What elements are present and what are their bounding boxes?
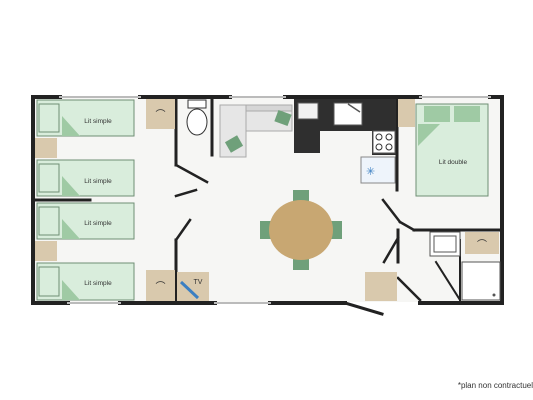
bedroom-2: ⌒ Lit simple Lit simple xyxy=(35,202,175,301)
hanger-icon: ⌒ xyxy=(477,239,487,251)
shower xyxy=(461,261,501,301)
tv-screen xyxy=(179,280,200,300)
hob xyxy=(372,130,396,154)
chair xyxy=(260,221,272,239)
microwave xyxy=(297,102,319,120)
toilet-tank xyxy=(187,99,207,109)
hob-burner xyxy=(375,133,383,141)
master-bedroom: Lit double xyxy=(398,99,489,197)
pillow xyxy=(38,163,60,193)
bed-single-4: Lit simple xyxy=(36,262,135,301)
wardrobe xyxy=(146,270,175,301)
hob-burner xyxy=(375,143,383,151)
hob-burner xyxy=(385,133,393,141)
pillow xyxy=(454,106,480,122)
dining-table xyxy=(269,200,333,260)
walls xyxy=(31,95,504,316)
chair xyxy=(293,190,309,202)
bed-single-1: Lit simple xyxy=(36,99,135,137)
door xyxy=(398,220,416,232)
washbasin xyxy=(433,235,457,253)
cabinet xyxy=(365,272,397,301)
bed-single-3: Lit simple xyxy=(36,202,135,240)
wc xyxy=(186,99,208,136)
bedroom-1: ⌒ Lit simple Lit simple xyxy=(35,99,175,197)
bed-label: Lit double xyxy=(439,159,468,166)
pillow xyxy=(38,103,60,133)
tv-cabinet xyxy=(177,272,209,301)
tv-unit: TV xyxy=(177,272,209,301)
door xyxy=(381,198,402,224)
pillow xyxy=(38,266,60,297)
bed-sheet-fold xyxy=(62,219,80,239)
wardrobe xyxy=(146,99,175,129)
toilet-bowl xyxy=(186,108,208,136)
hanger-icon: ⌒ xyxy=(156,109,166,121)
door xyxy=(382,236,400,264)
dining-area xyxy=(260,190,342,270)
bed-sheet-fold xyxy=(418,124,440,146)
chair xyxy=(293,258,309,270)
bed-label: Lit simple xyxy=(84,280,112,287)
bed-sheet-fold xyxy=(62,116,80,136)
kitchen: ✳ xyxy=(294,99,396,184)
fridge xyxy=(360,156,396,184)
living-area xyxy=(219,104,293,158)
partition-wall xyxy=(174,188,198,198)
disclaimer-note: *plan non contractuel xyxy=(457,381,533,390)
pillow xyxy=(38,206,60,236)
chair xyxy=(330,221,342,239)
wardrobe xyxy=(398,99,415,127)
bed-double: Lit double xyxy=(415,103,489,197)
wardrobe xyxy=(465,232,499,254)
pillow xyxy=(424,106,450,122)
door xyxy=(396,276,422,302)
bed-sheet-fold xyxy=(62,280,80,300)
wardrobe xyxy=(35,241,57,261)
bed-label: Lit simple xyxy=(84,178,112,185)
bed-sheet-fold xyxy=(62,176,80,196)
snowflake-icon: ✳ xyxy=(366,166,375,178)
shower-drain xyxy=(492,293,496,297)
hob-burner xyxy=(385,143,393,151)
door xyxy=(434,260,462,302)
bed-label: Lit simple xyxy=(84,118,112,125)
entrance-door xyxy=(343,301,384,316)
sink xyxy=(333,102,363,126)
door xyxy=(174,218,192,242)
bathroom: ⌒ xyxy=(365,231,501,301)
wardrobe xyxy=(35,138,57,158)
door xyxy=(174,163,209,184)
hanger-icon: ⌒ xyxy=(156,281,166,293)
cushion xyxy=(224,135,244,153)
cushion xyxy=(274,109,292,127)
bed-single-2: Lit simple xyxy=(36,159,135,197)
sink-tap-icon xyxy=(347,103,361,113)
tv-label: TV xyxy=(194,279,203,286)
bed-label: Lit simple xyxy=(84,220,112,227)
